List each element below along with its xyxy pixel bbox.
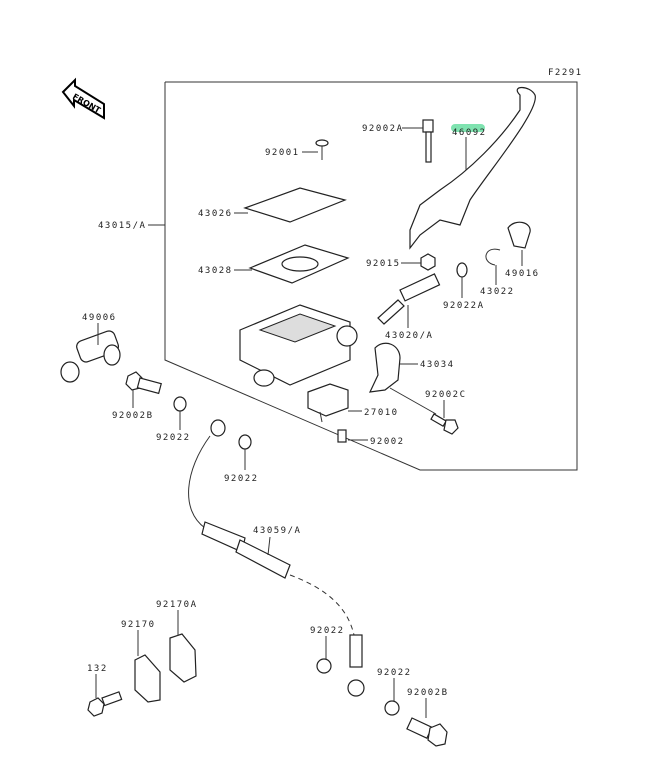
label-92001: 92001 [265, 148, 300, 158]
piston-43020A[interactable] [377, 273, 441, 325]
label-49016: 49016 [505, 269, 540, 279]
label-92015: 92015 [366, 259, 401, 269]
figure-code: F2291 [548, 68, 583, 78]
label-92002C: 92002C [425, 390, 467, 400]
label-92002A: 92002A [362, 124, 404, 134]
label-43059A: 43059/A [253, 526, 301, 536]
label-43015A: 43015/A [98, 221, 146, 231]
brake-hose-43059A[interactable] [188, 419, 365, 697]
fitting-49006[interactable] [60, 329, 121, 383]
label-43022: 43022 [480, 287, 515, 297]
switch-27010[interactable] [307, 383, 349, 423]
screw-92002[interactable] [337, 429, 347, 443]
label-43028: 43028 [198, 266, 233, 276]
label-43034: 43034 [420, 360, 455, 370]
label-92022A: 92022A [443, 301, 485, 311]
label-27010: 27010 [364, 408, 399, 418]
bolt-92002A[interactable] [422, 119, 434, 133]
label-92170: 92170 [121, 620, 156, 630]
label-49006: 49006 [82, 313, 117, 323]
label-92002B-top: 92002B [112, 411, 154, 421]
nut-92015[interactable] [420, 253, 436, 271]
label-43020A: 43020/A [385, 331, 433, 341]
washer-92022-a[interactable] [173, 396, 187, 412]
label-highlight [451, 124, 485, 132]
screw-92001[interactable] [315, 139, 329, 147]
label-43026: 43026 [198, 209, 233, 219]
washer-92022-b[interactable] [238, 434, 252, 450]
label-92170A: 92170A [156, 600, 198, 610]
label-92022-d: 92022 [377, 668, 412, 678]
label-132: 132 [87, 664, 108, 674]
washer-92022A[interactable] [456, 262, 468, 278]
banjo-bolt-92002B-bottom[interactable] [406, 717, 448, 747]
brake-lever-46092[interactable] [409, 86, 536, 250]
label-92002: 92002 [370, 437, 405, 447]
washer-92022-c[interactable] [316, 658, 332, 674]
label-46092: 46092 [452, 128, 487, 138]
clamp-43034[interactable] [368, 342, 401, 393]
master-cylinder-body[interactable] [239, 304, 358, 387]
reservoir-cap-43026[interactable] [243, 187, 347, 223]
assembly-frame [164, 81, 578, 471]
front-arrow-icon: FRONT [61, 77, 105, 120]
clamp-92170A[interactable] [169, 633, 197, 683]
label-92022-b: 92022 [224, 474, 259, 484]
washer-92022-d[interactable] [384, 700, 400, 716]
clamp-92170[interactable] [134, 654, 161, 703]
banjo-bolt-92002B-top[interactable] [125, 371, 162, 395]
label-92022-a: 92022 [156, 433, 191, 443]
bolt-92002C[interactable] [430, 413, 459, 435]
label-92022-c: 92022 [310, 626, 345, 636]
circlip-43022[interactable] [485, 248, 501, 266]
boot-49016[interactable] [507, 221, 531, 249]
bolt-132[interactable] [87, 691, 123, 717]
label-92002B-bottom: 92002B [407, 688, 449, 698]
